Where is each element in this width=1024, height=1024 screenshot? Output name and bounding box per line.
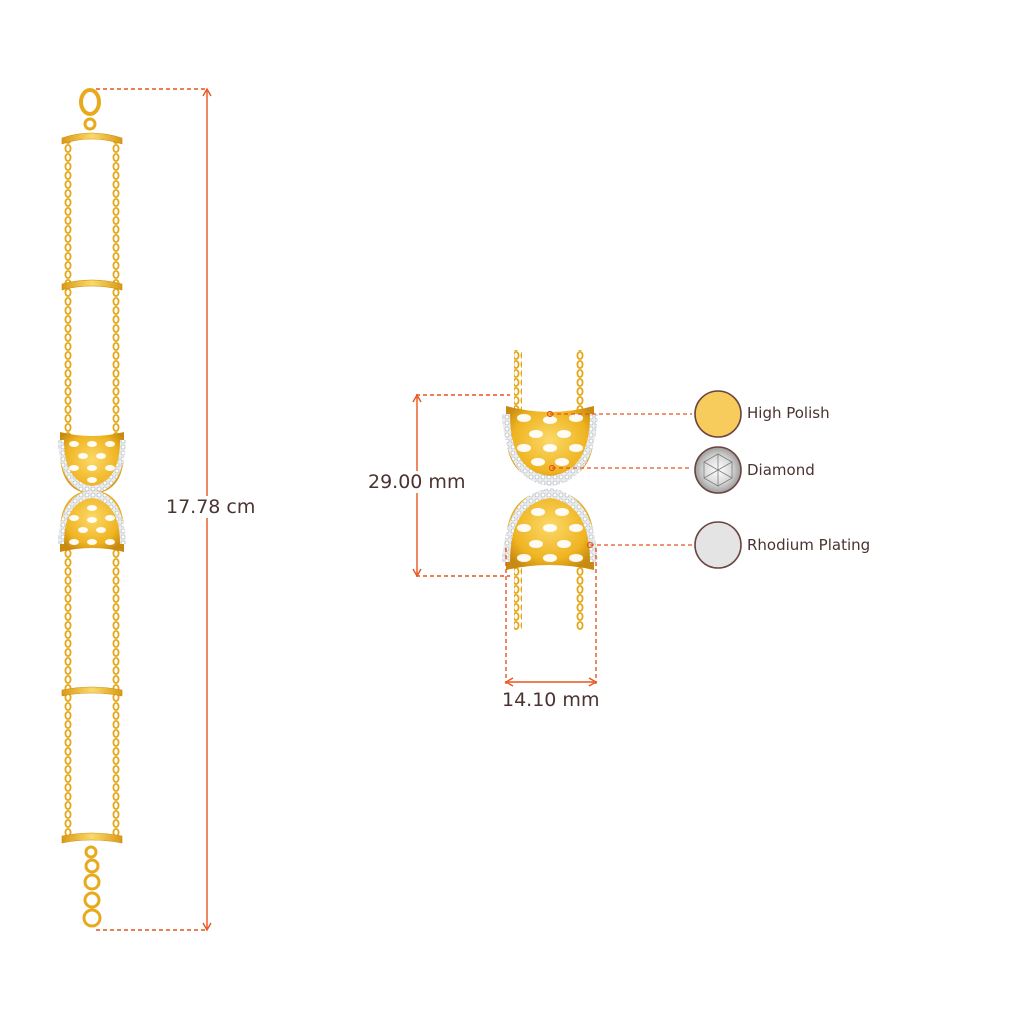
lower-medallion <box>58 490 126 552</box>
legend-label-diamond: Diamond <box>747 461 815 479</box>
lobster-clasp <box>79 88 101 131</box>
legend-leader-dots <box>546 410 594 549</box>
legend-leader-lines <box>550 413 692 546</box>
extension-chain <box>82 845 102 928</box>
length-dimension-label: 17.78 cm <box>164 496 258 518</box>
diamond-swatch-icon <box>694 446 742 494</box>
full-bracelet-image <box>58 88 126 928</box>
upper-medallion <box>58 432 126 494</box>
width-dimension-line <box>504 548 598 687</box>
legend-label-high-polish: High Polish <box>747 404 830 422</box>
closeup-pendant-image <box>502 350 598 630</box>
rhodium-plating-swatch-icon <box>694 521 742 569</box>
width-dimension-label: 14.10 mm <box>500 689 602 711</box>
high-polish-swatch-icon <box>694 390 742 438</box>
height-dimension-label: 29.00 mm <box>366 471 468 493</box>
legend-label-rhodium-plating: Rhodium Plating <box>747 536 871 554</box>
